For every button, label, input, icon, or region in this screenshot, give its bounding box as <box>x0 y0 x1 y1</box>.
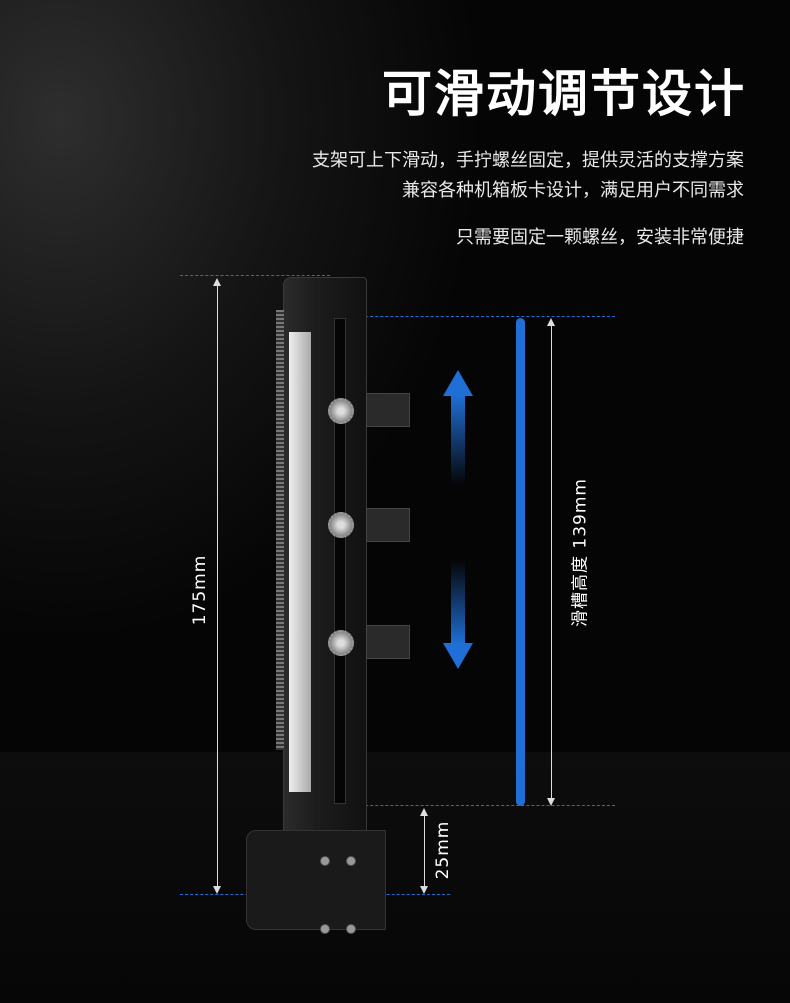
arrow-down-icon <box>547 798 555 806</box>
screw-icon <box>346 856 356 866</box>
dimension-slot: 滑槽高度 139mm <box>570 478 591 627</box>
screw-icon <box>346 924 356 934</box>
slide-up-arrow-shaft <box>451 395 465 485</box>
knurled-edge <box>276 310 284 750</box>
description-line-1: 支架可上下滑动，手拧螺丝固定，提供灵活的支撑方案 <box>312 150 744 171</box>
slide-down-arrow-shaft <box>451 560 465 645</box>
clamp-tab <box>366 508 410 542</box>
floor <box>0 752 790 1003</box>
slot-height-bar <box>516 318 525 806</box>
page-title: 可滑动调节设计 <box>382 65 746 123</box>
slide-down-arrow-icon <box>443 643 473 669</box>
arrow-up-icon <box>213 278 221 286</box>
thumb-screw-icon <box>328 512 354 538</box>
arrow-up-icon <box>420 808 428 816</box>
bracket-base <box>246 830 386 930</box>
dimension-line-total <box>217 280 218 890</box>
clamp-tab <box>366 625 410 659</box>
description-line-3: 只需要固定一颗螺丝，安装非常便捷 <box>456 227 744 248</box>
screw-icon <box>320 856 330 866</box>
thumb-screw-icon <box>328 630 354 656</box>
dimension-line-base <box>424 810 425 890</box>
arrow-up-icon <box>547 318 555 326</box>
arrow-down-icon <box>213 886 221 894</box>
guide-top <box>180 275 330 276</box>
dimension-base: 25mm <box>433 820 453 880</box>
clamp-tab <box>366 393 410 427</box>
description-line-2: 兼容各种机箱板卡设计，满足用户不同需求 <box>402 180 744 201</box>
slide-rail <box>289 332 311 792</box>
thumb-screw-icon <box>328 398 354 424</box>
dimension-line-slot <box>551 320 552 802</box>
slot <box>334 318 346 804</box>
screw-icon <box>320 924 330 934</box>
dimension-total: 175mm <box>190 554 210 626</box>
arrow-down-icon <box>420 886 428 894</box>
guide-slot-bottom <box>335 805 615 806</box>
guide-slot-top <box>335 316 615 317</box>
slide-up-arrow-icon <box>443 370 473 396</box>
